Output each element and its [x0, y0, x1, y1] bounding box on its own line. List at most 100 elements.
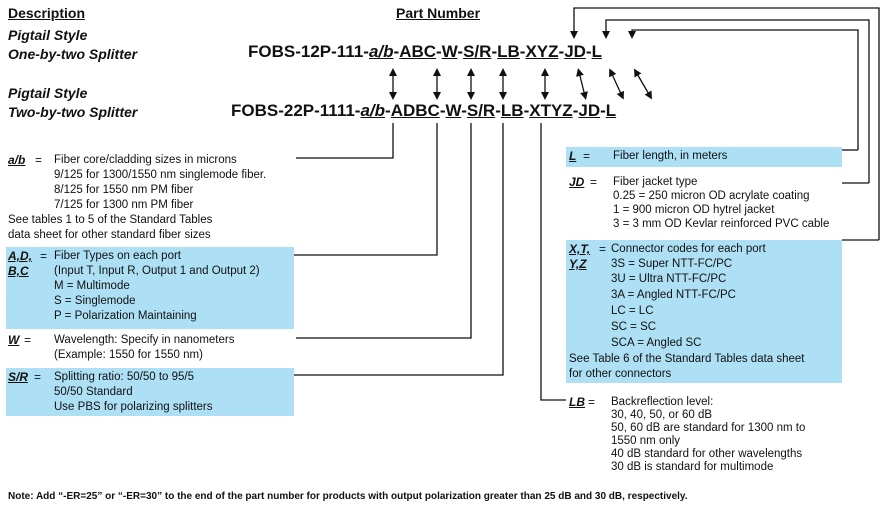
w-line-1: (Example: 1550 for 1550 nm)	[54, 349, 203, 361]
pn2-l: L	[605, 101, 617, 120]
eq-ab: =	[35, 153, 43, 167]
ad-line-4: P = Polarization Maintaining	[54, 310, 197, 322]
style-two-title: Pigtail Style Two-by-two Splitter	[8, 84, 137, 122]
label-lb: LB	[569, 395, 585, 409]
pn1-sep: -	[393, 42, 400, 61]
ab-line-3: 7/125 for 1300 nm PM fiber	[54, 199, 194, 211]
jd-line-0: Fiber jacket type	[613, 176, 698, 188]
box-ad	[6, 247, 294, 329]
pn2-sep: -	[600, 101, 606, 120]
pn2-ab: a/b	[360, 101, 386, 120]
eq-ad: =	[40, 249, 48, 263]
part-number-one: FOBS-12P-111-a/b-ABC-W-S/R-LB-XYZ-JD-L	[248, 42, 602, 62]
xt-line-4: LC = LC	[611, 305, 654, 317]
pn1-sep: -	[491, 42, 498, 61]
box-sr	[6, 368, 294, 416]
xt-line-8: for other connectors	[569, 368, 672, 380]
style-one-title: Pigtail Style One-by-two Splitter	[8, 26, 137, 64]
xt-line-5: SC = SC	[611, 321, 657, 333]
pn1-w: W	[441, 42, 458, 61]
pn1-l: L	[591, 42, 602, 61]
pn1-ab: a/b	[368, 42, 394, 61]
connector-w	[296, 123, 472, 339]
pn2-prefix: FOBS-22P-1111-	[231, 101, 361, 120]
label-ad: A,D,	[8, 249, 32, 263]
sr-line-2: Use PBS for polarizing splitters	[54, 401, 213, 413]
pn2-sep: -	[523, 101, 530, 120]
xt-line-2: 3U = Ultra NTT-FC/PC	[611, 273, 727, 285]
eq-xt: =	[599, 242, 607, 256]
pn2-sr: S/R	[466, 101, 496, 120]
connector-sr	[294, 123, 504, 376]
label-sr: S/R	[8, 370, 29, 384]
label-xt: X,T,	[569, 242, 591, 256]
label-yz: Y,Z	[569, 257, 587, 271]
label-ab: a/b	[8, 153, 26, 167]
w-line-0: Wavelength: Specify in nanometers	[54, 334, 235, 346]
style-two-line1: Pigtail Style	[8, 85, 88, 101]
style-one-line1: Pigtail Style	[8, 27, 88, 43]
connector-l-top	[628, 29, 859, 150]
pn2-w: W	[445, 101, 462, 120]
ab-line-0: Fiber core/cladding sizes in microns	[54, 154, 237, 166]
eq-w: =	[24, 333, 32, 347]
jd-line-1: 0.25 = 250 micron OD acrylate coating	[613, 190, 810, 202]
pn1-jd: JD	[564, 42, 586, 61]
lb-line-2: 50, 60 dB are standard for 1300 nm to	[611, 422, 806, 434]
ad-line-2: M = Multimode	[54, 280, 130, 292]
jd-line-3: 3 = 3 mm OD Kevlar reinforced PVC cable	[613, 218, 830, 230]
label-jd: JD	[569, 175, 585, 189]
connector-ad	[294, 123, 438, 256]
box-l	[566, 147, 842, 167]
pn2-sep: -	[461, 101, 467, 120]
eq-lb: =	[588, 395, 596, 409]
pn2-jd: JD	[578, 101, 601, 120]
arrow-jd	[609, 68, 624, 100]
xt-line-0: Connector codes for each port	[611, 243, 766, 255]
pn2-lb: LB	[500, 101, 524, 120]
label-w: W	[8, 333, 20, 347]
pn2-sep: -	[572, 101, 579, 120]
ad-line-0: Fiber Types on each port	[54, 250, 181, 262]
label-l: L	[569, 149, 577, 163]
pn1-sep: -	[519, 42, 526, 61]
pn1-prefix: FOBS-12P-111-	[248, 42, 369, 61]
eq-l: =	[583, 149, 591, 163]
ab-line-4: See tables 1 to 5 of the Standard Tables	[8, 214, 213, 226]
footer-note: Note: Add “-ER=25” or “-ER=30” to the en…	[8, 491, 688, 502]
pn1-lb: LB	[497, 42, 520, 61]
description-header: Description	[8, 5, 86, 21]
lb-line-1: 30, 40, 50, or 60 dB	[611, 409, 713, 421]
arrow-xyz	[576, 68, 588, 100]
ad-line-1: (Input T, Input R, Output 1 and Output 2…	[54, 265, 260, 277]
part-number-two: FOBS-22P-1111-a/b-ADBC-W-S/R-LB-XTYZ-JD-…	[231, 101, 616, 121]
ad-line-3: S = Singlemode	[54, 295, 136, 307]
connector-lb	[540, 123, 566, 401]
xt-line-3: 3A = Angled NTT-FC/PC	[611, 289, 736, 301]
box-xt	[566, 240, 842, 383]
xt-line-7: See Table 6 of the Standard Tables data …	[569, 353, 805, 365]
arrow-l	[633, 68, 653, 100]
lb-line-4: 40 dB standard for other wavelengths	[611, 448, 803, 460]
lb-line-5: 30 dB is standard for multimode	[611, 461, 774, 473]
pn1-abc: ABC	[399, 42, 437, 61]
pn1-xyz: XYZ	[525, 42, 559, 61]
xt-line-6: SCA = Angled SC	[611, 337, 702, 349]
pn2-sep: -	[439, 101, 446, 120]
label-bc: B,C	[8, 264, 29, 278]
ab-line-5: data sheet for other standard fiber size…	[8, 229, 211, 241]
sr-line-1: 50/50 Standard	[54, 386, 133, 398]
pn1-sr: S/R	[463, 42, 492, 61]
ab-line-1: 9/125 for 1300/1550 nm singlemode fiber.	[54, 169, 267, 181]
style-one-line2: One-by-two Splitter	[8, 46, 138, 62]
ab-line-2: 8/125 for 1550 nm PM fiber	[54, 184, 194, 196]
lb-line-0: Backreflection level:	[611, 396, 714, 408]
connector-xt-top	[570, 7, 880, 240]
eq-sr: =	[34, 370, 42, 384]
part-number-header: Part Number	[396, 5, 481, 21]
eq-jd: =	[590, 175, 598, 189]
connector-jd-top	[602, 19, 870, 183]
pn1-sep: -	[436, 42, 442, 61]
pn2-sep: -	[495, 101, 501, 120]
